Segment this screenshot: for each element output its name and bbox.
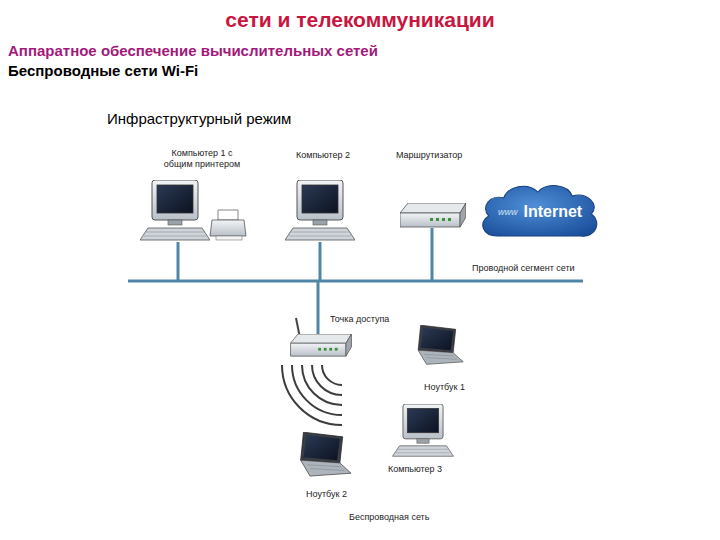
page-title: сети и телекоммуникации	[0, 8, 720, 32]
device-label: Маршрутизатор	[396, 150, 462, 160]
device-label: Компьютер 1 с общим принтером	[160, 148, 244, 170]
device-label: Компьютер 3	[388, 464, 442, 474]
device-label: Точка доступа	[330, 314, 389, 324]
internet-cloud: www Internet	[478, 180, 602, 244]
cloud-watermark: www	[498, 207, 518, 217]
section-heading: Аппаратное обеспечение вычислительных се…	[8, 42, 378, 59]
segment-label: Беспроводная сеть	[349, 512, 429, 522]
device-label: Ноутбук 2	[306, 489, 347, 499]
device-label: Компьютер 2	[296, 150, 350, 160]
subsection-heading: Беспроводные сети Wi-Fi	[8, 62, 198, 79]
mode-heading: Инфраструктурный режим	[107, 110, 291, 127]
cloud-label: Internet	[524, 203, 583, 221]
device-label: Ноутбук 1	[424, 382, 465, 392]
segment-label: Проводной сегмент сети	[472, 263, 575, 273]
